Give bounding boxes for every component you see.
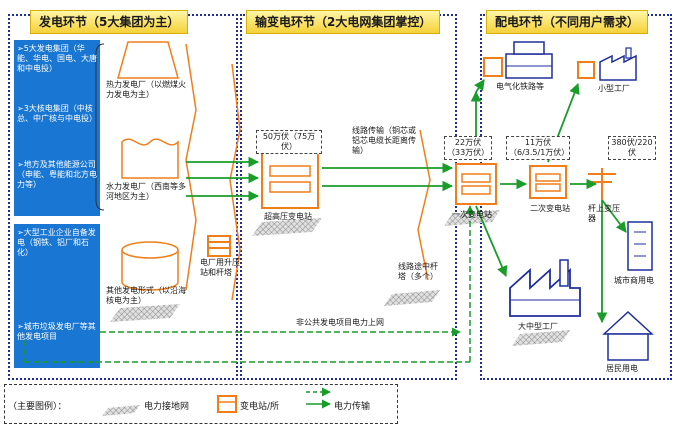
primary-ground-grid bbox=[444, 210, 500, 226]
secondary-substation-icon bbox=[529, 165, 567, 199]
other-plant-label: 其他发电形式（以沿海核电为主） bbox=[106, 286, 186, 305]
group-item-3-nuclear: ➢3大核电集团（中核总、中广核与中电投） bbox=[17, 104, 97, 123]
legend-box bbox=[4, 384, 398, 424]
rail-building-icon bbox=[505, 41, 553, 79]
large-factory-icon bbox=[509, 259, 581, 317]
group-bracket bbox=[95, 43, 105, 211]
voltage-380v-box: 380伏/220伏 bbox=[608, 136, 656, 160]
pole-transformer-label: 杆上变压器 bbox=[588, 204, 620, 223]
ehv-ground-grid bbox=[252, 218, 322, 236]
legend-ground-icon bbox=[102, 405, 140, 416]
plant-substation-label: 电厂用升压站和杆塔 bbox=[200, 258, 240, 277]
commercial-label: 城市商用电 bbox=[614, 276, 654, 285]
voltage-110kv-box: 11万伏（6/3.5/1万伏） bbox=[506, 136, 570, 160]
voltage-500kv-box: 50万伏（75万伏） bbox=[256, 130, 322, 154]
non-public-arrows bbox=[23, 205, 475, 363]
group-item-5-generation: ➢5大发电集团（华能、华电、国电、大唐和中电投） bbox=[17, 44, 97, 73]
tower-label: 线路途中杆塔（多个） bbox=[398, 262, 438, 281]
group-item-local: ➢地方及其他能源公司（申能、粤能和北方电力等） bbox=[17, 160, 97, 189]
primary-substation-icon bbox=[455, 163, 497, 205]
factory-ground-grid bbox=[512, 330, 570, 346]
legend-ground-label: 电力接地网 bbox=[144, 402, 190, 412]
hydro-plant-icon bbox=[121, 138, 179, 179]
generation-section-title: 发电环节（5大集团为主） bbox=[30, 10, 189, 34]
gen-zigzag bbox=[185, 43, 197, 291]
commercial-building-icon bbox=[627, 221, 653, 271]
rail-substation-icon bbox=[483, 57, 503, 77]
small-factory-label: 小型工厂 bbox=[598, 84, 630, 93]
thermal-plant-label: 热力发电厂（以燃煤火力发电为主） bbox=[106, 80, 186, 99]
legend-transmission-label: 电力传输 bbox=[334, 402, 371, 412]
hydro-plant-label: 水力发电厂（西南等多河地区为主） bbox=[106, 182, 186, 201]
rail-label: 电气化铁路等 bbox=[496, 82, 544, 91]
tower-ground-grid bbox=[384, 290, 440, 306]
group-item-self-generation: ➢大型工业企业自备发电（钢铁、铝厂和石化） bbox=[17, 228, 96, 257]
self-generation-panel bbox=[14, 224, 100, 368]
legend-prefix: （主要图例）： bbox=[8, 402, 67, 412]
voltage-220kv-box: 22万伏（33万伏） bbox=[444, 136, 492, 160]
residential-label: 居民用电 bbox=[606, 364, 638, 373]
plant-zigzag bbox=[229, 63, 241, 301]
factory-substation-icon bbox=[577, 61, 595, 79]
plant-substation-icon bbox=[207, 235, 231, 257]
small-factory-icon bbox=[599, 47, 637, 81]
ehv-substation-label: 超高压变电站 bbox=[264, 212, 312, 221]
transmission-section-title: 输变电环节（2大电网集团掌控） bbox=[246, 10, 441, 34]
line-zigzag bbox=[417, 129, 431, 281]
generator-groups-panel bbox=[14, 40, 100, 216]
legend-transmission-icon bbox=[306, 387, 331, 409]
ehv-substation-icon bbox=[261, 144, 319, 209]
primary-substation-label: 一次变电站 bbox=[452, 210, 492, 219]
non-public-label: 非公共发电项目电力上网 bbox=[296, 318, 384, 327]
residential-house-icon bbox=[602, 310, 654, 361]
legend-substation-icon bbox=[217, 395, 237, 413]
secondary-substation-label: 二次变电站 bbox=[530, 204, 570, 213]
thermal-plant-icon bbox=[117, 41, 179, 79]
other-plant-icon bbox=[121, 241, 179, 291]
group-item-other: ➢城市垃圾发电厂等其他发电项目 bbox=[17, 322, 96, 341]
legend-substation-label: 变电站/所 bbox=[240, 402, 280, 412]
line-transmission-label: 线路传输（铜芯或铝芯电缆长距离传输） bbox=[352, 126, 416, 155]
distribution-section-title: 配电环节（不同用户需求） bbox=[486, 10, 649, 34]
plant-ground-grid bbox=[110, 304, 180, 322]
large-factory-label: 大中型工厂 bbox=[518, 322, 558, 331]
